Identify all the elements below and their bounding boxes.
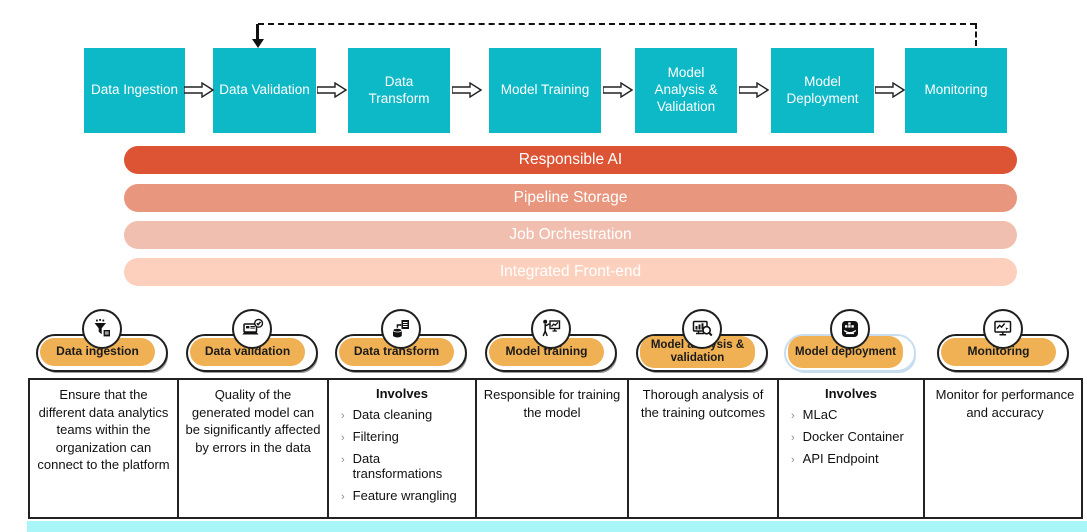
layer-bar-responsible-ai: Responsible AI — [124, 146, 1017, 174]
feedback-dashed-line-horizontal — [258, 23, 976, 25]
right-block-arrow-icon — [739, 82, 769, 98]
layer-bar-label: Integrated Front-end — [499, 263, 642, 280]
feedback-arrow-stem — [256, 24, 259, 40]
monitor-chart-icon — [994, 320, 1012, 336]
cell-description: Thorough analysis of the training outcom… — [640, 387, 766, 420]
flow-box-model-training: Model Training — [489, 48, 601, 133]
chevron-bullet-icon: › — [341, 454, 345, 466]
table-cell-model-analysis-validation: Thorough analysis of the training outcom… — [629, 380, 779, 517]
chevron-bullet-icon: › — [791, 410, 795, 422]
layer-bar-integrated-front-end: Integrated Front-end — [124, 258, 1017, 286]
table-cell-data-validation: Quality of the generated model can be si… — [179, 380, 329, 517]
trainer-chart-icon — [542, 319, 561, 337]
involves-heading: Involves — [375, 386, 429, 401]
list-item-label: API Endpoint — [802, 451, 879, 466]
stage-card-monitoring: Monitoring — [937, 309, 1069, 375]
stage-icon-circle — [531, 309, 571, 349]
list-item: › Data transformations — [341, 451, 469, 481]
feedback-dashed-line-vertical — [975, 23, 977, 46]
right-block-arrow-icon — [184, 82, 214, 98]
bottom-accent-strip — [27, 521, 1087, 532]
stage-card-model-deployment: Model deployment — [784, 309, 916, 375]
flow-box-monitoring: Monitoring — [905, 48, 1007, 133]
cell-description: Responsible for training the model — [483, 387, 621, 420]
laptop-check-icon — [242, 318, 264, 335]
chevron-bullet-icon: › — [791, 432, 795, 444]
right-block-arrow-icon — [603, 82, 633, 98]
list-item-label: MLaC — [802, 407, 838, 422]
chevron-bullet-icon: › — [341, 491, 345, 503]
involves-list: › MLaC › Docker Container › API Endpoint — [785, 407, 917, 466]
involves-list: › Data cleaning › Filtering › Data transfor… — [335, 407, 469, 503]
layer-bar-label: Pipeline Storage — [513, 189, 628, 206]
list-item: › MLaC — [791, 407, 917, 422]
monitor-magnifier-icon — [692, 320, 713, 337]
table-cell-data-transform: Involves › Data cleaning › Filtering › Data… — [329, 380, 477, 517]
stage-card-model-analysis-validation: Model analysis & validation — [636, 309, 768, 375]
stage-card-data-validation: Data validation — [186, 309, 318, 375]
list-item-label: Data transformations — [352, 451, 443, 481]
list-item-label: Feature wrangling — [352, 488, 457, 503]
flow-box-data-transform: Data Transform — [348, 48, 450, 133]
list-item: › API Endpoint — [791, 451, 917, 466]
list-item: › Docker Container — [791, 429, 917, 444]
table-cell-model-training: Responsible for training the model — [477, 380, 629, 517]
flow-box-model-analysis-validation: Model Analysis & Validation — [635, 48, 737, 133]
right-block-arrow-icon — [317, 82, 347, 98]
feedback-arrowhead-icon — [251, 39, 264, 48]
flow-box-model-deployment: Model Deployment — [771, 48, 874, 133]
stage-icon-circle — [232, 309, 272, 349]
stage-card-model-training: Model training — [485, 309, 617, 375]
table-cell-model-deployment: Involves › MLaC › Docker Container › API En… — [779, 380, 925, 517]
list-item: › Feature wrangling — [341, 488, 469, 503]
layer-bar-pipeline-storage: Pipeline Storage — [124, 184, 1017, 212]
list-item: › Filtering — [341, 429, 469, 444]
stage-icon-circle — [82, 309, 122, 349]
docker-icon — [842, 321, 858, 337]
layer-bar-job-orchestration: Job Orchestration — [124, 221, 1017, 249]
list-item-label: Data cleaning — [352, 407, 433, 422]
right-block-arrow-icon — [875, 82, 905, 98]
stage-icon-circle — [682, 309, 722, 349]
stage-icon-circle — [381, 309, 421, 349]
stage-icon-circle — [983, 309, 1023, 349]
stage-pill-monitoring: Monitoring — [941, 338, 1056, 366]
layer-bar-label: Responsible AI — [518, 151, 623, 168]
flow-box-data-validation: Data Validation — [213, 48, 316, 133]
database-transform-icon — [392, 320, 409, 338]
layer-bar-label: Job Orchestration — [509, 226, 632, 243]
chevron-bullet-icon: › — [791, 454, 795, 466]
list-item-label: Filtering — [352, 429, 399, 444]
table-cell-data-ingestion: Ensure that the different data analytics… — [30, 380, 179, 517]
involves-heading: Involves — [824, 386, 878, 401]
table-cell-monitoring: Monitor for performance and accuracy — [925, 380, 1085, 517]
flow-box-data-ingestion: Data Ingestion — [84, 48, 185, 133]
cell-description: Monitor for performance and accuracy — [935, 387, 1075, 420]
stage-description-table: Ensure that the different data analytics… — [28, 378, 1083, 519]
funnel-icon — [94, 319, 110, 337]
list-item: › Data cleaning — [341, 407, 469, 422]
list-item-label: Docker Container — [802, 429, 904, 444]
stage-icon-circle — [830, 309, 870, 349]
cell-description: Quality of the generated model can be si… — [185, 387, 321, 455]
chevron-bullet-icon: › — [341, 432, 345, 444]
right-block-arrow-icon — [452, 82, 482, 98]
stage-card-data-transform: Data transform — [335, 309, 467, 375]
chevron-bullet-icon: › — [341, 410, 345, 422]
cell-description: Ensure that the different data analytics… — [37, 387, 170, 473]
stage-card-data-ingestion: Data ingestion — [36, 309, 168, 375]
